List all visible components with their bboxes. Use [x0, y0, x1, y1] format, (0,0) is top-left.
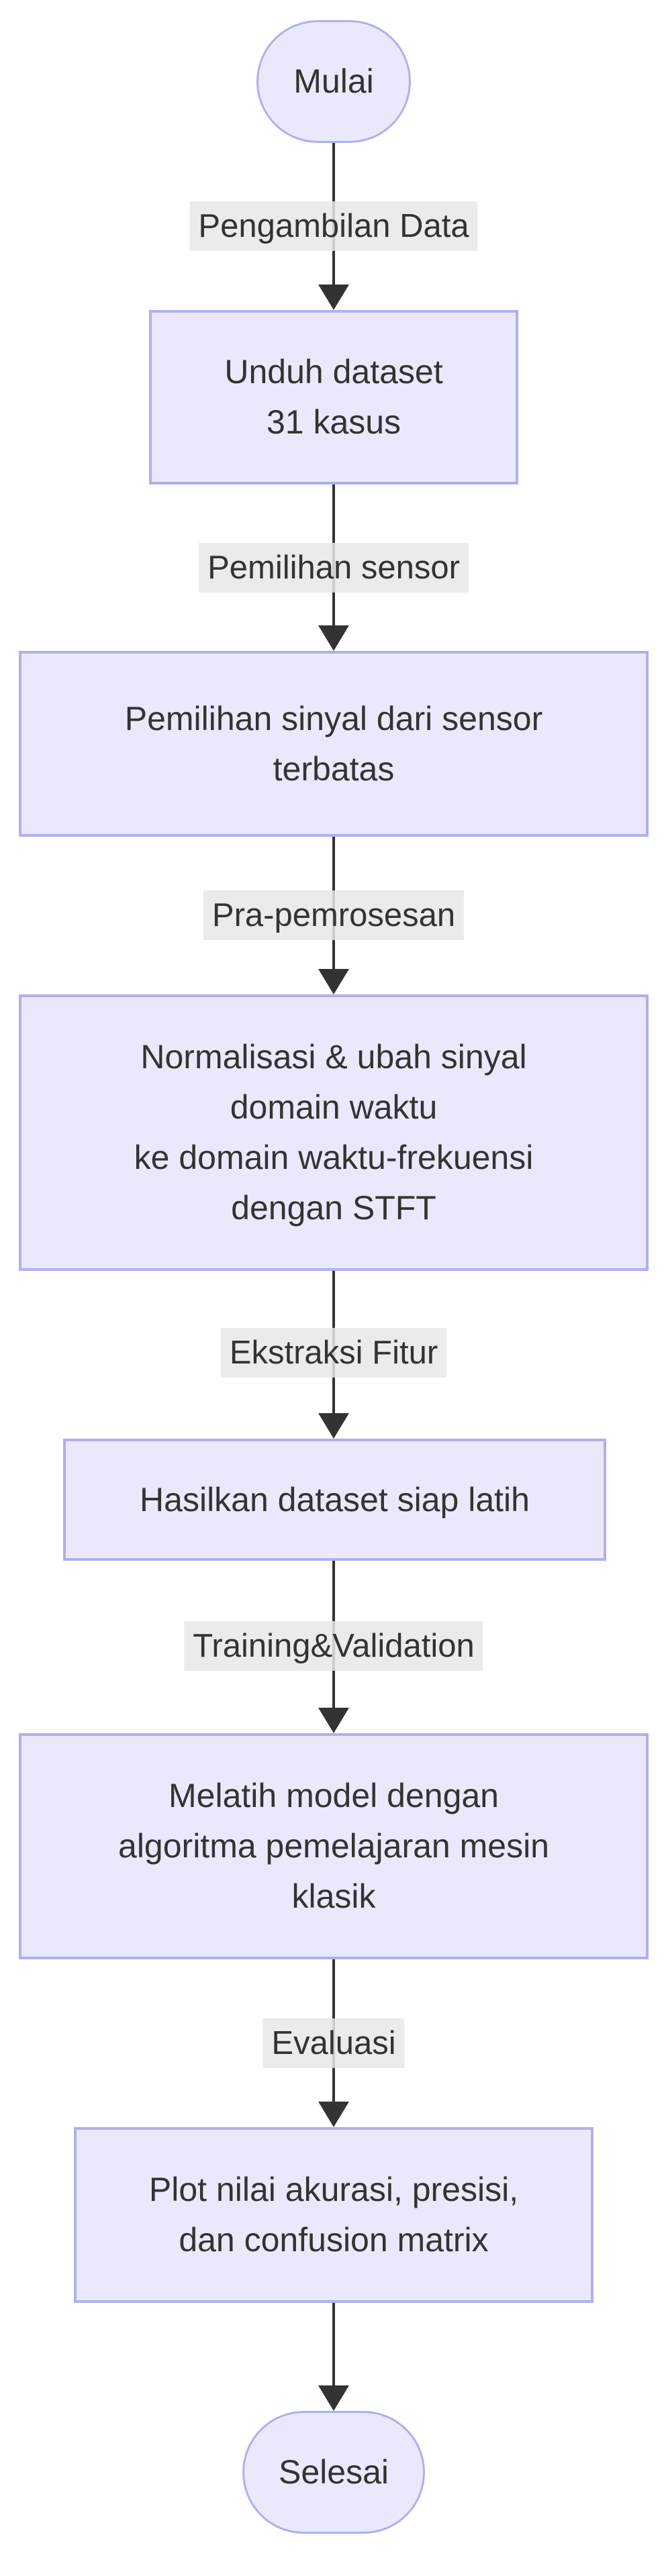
node-normalisasi-stft: Normalisasi & ubah sinyal domain waktu k…	[19, 994, 649, 1271]
node-label-line: klasik	[291, 1877, 376, 1915]
node-pemilihan-sinyal: Pemilihan sinyal dari sensor terbatas	[19, 651, 649, 837]
arrowhead-down-icon	[318, 625, 349, 651]
node-label-line: Pemilihan sinyal dari sensor	[124, 699, 543, 737]
node-label-line: Hasilkan dataset siap latih	[140, 1480, 530, 1518]
edge-label-ekstraksi-fitur: Ekstraksi Fitur	[220, 1328, 447, 1378]
node-selesai: Selesai	[242, 2411, 425, 2534]
node-label-line: terbatas	[273, 750, 395, 788]
node-melatih-model: Melatih model dengan algoritma pemelajar…	[19, 1733, 649, 1959]
node-label-line: dan confusion matrix	[179, 2221, 489, 2259]
arrowhead-down-icon	[318, 1708, 349, 1733]
edge-label-evaluasi: Evaluasi	[263, 2018, 405, 2068]
arrowhead-down-icon	[318, 1413, 349, 1439]
node-label: Selesai	[279, 2453, 389, 2491]
arrowhead-down-icon	[318, 969, 349, 994]
edge-line	[332, 2303, 335, 2385]
node-label: Mulai	[293, 62, 374, 100]
node-hasilkan-dataset: Hasilkan dataset siap latih	[63, 1439, 606, 1561]
node-label-line: domain waktu	[230, 1088, 438, 1126]
edge-label-pemilihan-sensor: Pemilihan sensor	[199, 543, 469, 593]
arrowhead-down-icon	[318, 285, 349, 310]
node-label-line: algoritma pemelajaran mesin	[118, 1827, 549, 1865]
edge-label-training-validation: Training&Validation	[184, 1621, 483, 1671]
node-unduh-dataset: Unduh dataset 31 kasus	[149, 310, 518, 484]
edge-label-pengambilan-data: Pengambilan Data	[189, 201, 478, 251]
arrowhead-down-icon	[318, 2385, 349, 2411]
edge-label-pra-pemrosesan: Pra-pemrosesan	[203, 890, 465, 940]
node-plot-evaluasi: Plot nilai akurasi, presisi, dan confusi…	[74, 2127, 593, 2303]
node-label-line: dengan STFT	[231, 1189, 436, 1227]
node-label-line: 31 kasus	[266, 403, 401, 441]
node-mulai: Mulai	[256, 20, 411, 143]
node-label-line: ke domain waktu-frekuensi	[134, 1139, 534, 1176]
node-label-line: Unduh dataset	[224, 353, 443, 391]
node-label-line: Normalisasi & ubah sinyal	[140, 1038, 527, 1076]
arrowhead-down-icon	[318, 2102, 349, 2127]
node-label-line: Melatih model dengan	[169, 1777, 499, 1814]
node-label-line: Plot nilai akurasi, presisi,	[148, 2171, 519, 2208]
